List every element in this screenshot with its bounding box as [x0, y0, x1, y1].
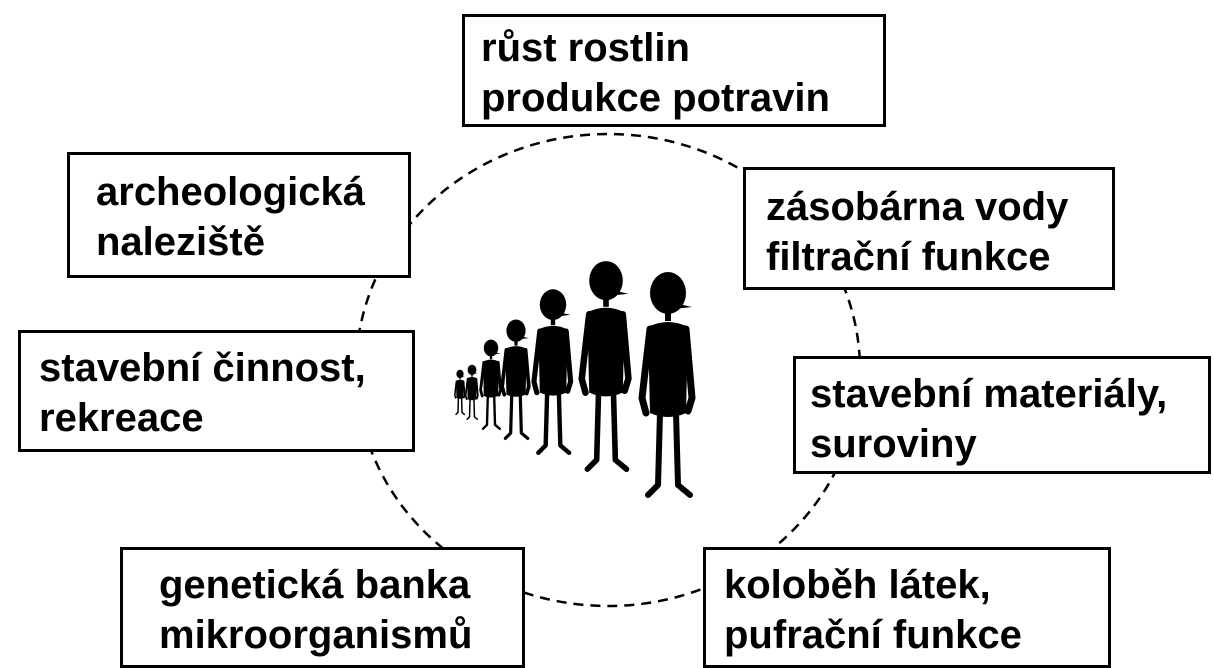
walking-person-figure [500, 319, 531, 440]
box-upper-left-line1: archeologická [96, 170, 366, 214]
box-upper-right-line1: zásobárna vody [766, 185, 1069, 229]
function-box-bottom-right: koloběh látek, pufrační funkce [703, 547, 1111, 668]
box-bottom-right-line2: pufrační funkce [724, 613, 1022, 657]
box-upper-right-line2: filtrační funkce [766, 235, 1051, 279]
box-upper-left-line2: naleziště [96, 220, 265, 264]
box-bottom-right-line1: koloběh látek, [724, 563, 991, 607]
function-box-top: růst rostlin produkce potravin [462, 14, 886, 127]
walking-person-figure [479, 339, 503, 430]
function-box-middle-right: stavební materiály, suroviny [793, 356, 1211, 474]
box-bottom-left-line1: genetická banka [159, 563, 471, 607]
box-top-line1: růst rostlin [481, 26, 690, 70]
function-box-bottom-left: genetická banka mikroorganismů [120, 547, 525, 668]
box-middle-right-line1: stavební materiály, [810, 372, 1168, 416]
box-middle-left-line2: rekreace [39, 396, 204, 440]
walking-person-figure [638, 272, 696, 498]
box-bottom-left-line2: mikroorganismů [159, 613, 473, 657]
box-middle-left-line1: stavební činnost, [39, 346, 366, 390]
walking-person-figure [531, 289, 574, 455]
function-box-middle-left: stavební činnost, rekreace [18, 330, 415, 452]
function-box-upper-left: archeologická naleziště [67, 152, 411, 278]
walking-person-figure [454, 369, 466, 416]
walking-person-figure [464, 364, 479, 421]
walking-people-icon [454, 261, 696, 498]
walking-person-figure [578, 261, 632, 472]
function-box-upper-right: zásobárna vody filtrační funkce [743, 167, 1115, 290]
box-middle-right-line2: suroviny [810, 422, 977, 466]
box-top-line2: produkce potravin [481, 76, 830, 120]
